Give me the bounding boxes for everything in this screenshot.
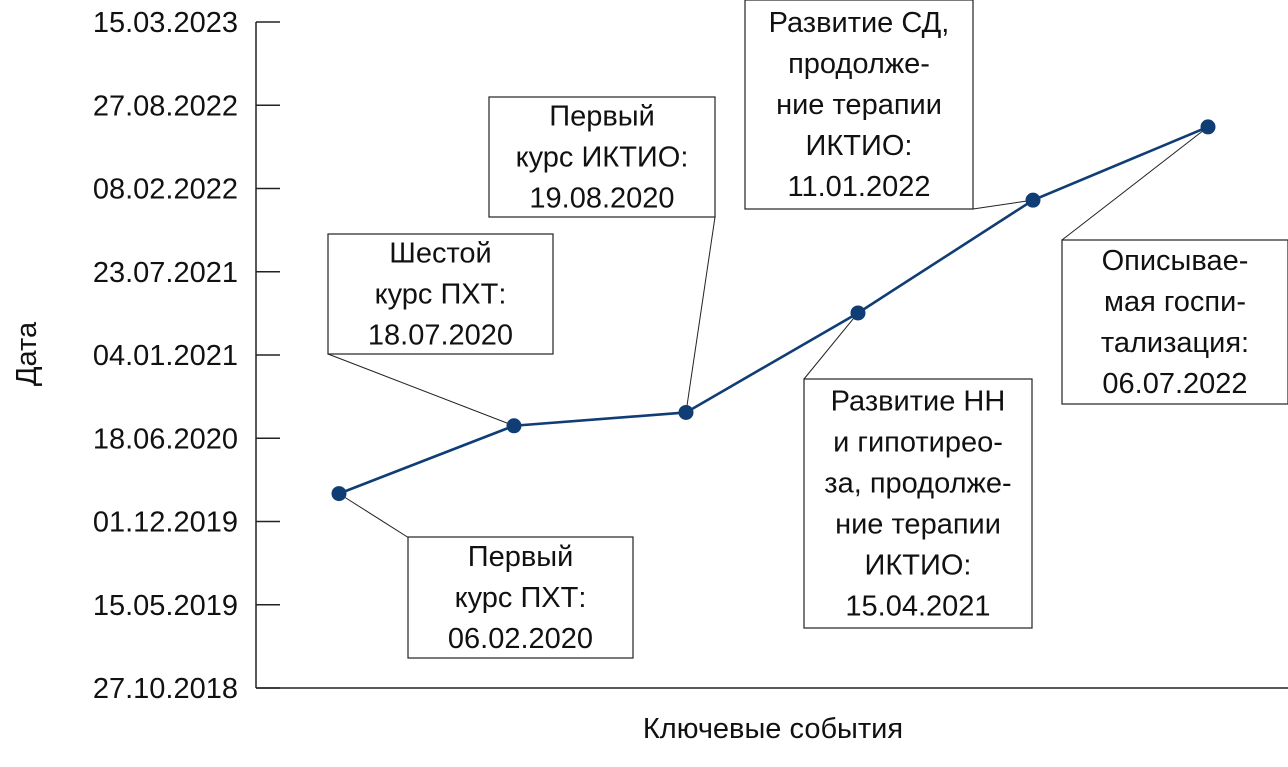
annotation-text-line: Шестой [389, 238, 492, 270]
annotation-text-line: Первый [468, 541, 574, 573]
data-point [678, 404, 694, 420]
annotation-connector [1061, 126, 1209, 241]
annotation-box [744, 0, 974, 210]
y-ticks: 27.10.2018 15.05.2019 01.12.2019 18.06.2020… [93, 7, 280, 705]
data-point [1200, 119, 1216, 135]
annotation-text-line: Развитие СД, [769, 7, 950, 39]
data-point [1025, 192, 1041, 208]
annotation-text-line: продолже- [788, 48, 930, 80]
y-axis-title: Дата [11, 321, 43, 386]
series-line [338, 125, 1209, 495]
annotation-text-line: ИКТИО: [806, 130, 913, 162]
data-point [506, 418, 522, 434]
annotation-box [1061, 239, 1288, 405]
annotation-text-line: курс ПХТ: [455, 582, 587, 614]
annotation-text-line: Описывае- [1102, 245, 1249, 277]
annotation-text-line: мая госпи- [1104, 286, 1246, 318]
y-tick-label: 15.05.2019 [93, 590, 238, 622]
y-tick-label: 08.02.2022 [93, 174, 238, 206]
data-point [331, 486, 347, 502]
x-axis-title: Ключевые события [643, 713, 903, 745]
annotation-text-line: 11.01.2022 [788, 171, 931, 203]
annotation-connector [338, 493, 410, 539]
y-tick-label: 18.06.2020 [93, 423, 238, 455]
annotation-text-line: 06.02.2020 [448, 623, 593, 655]
annotation-text-line: за, продолже- [824, 468, 1011, 500]
annotation-text-line: 15.04.2021 [845, 591, 990, 623]
annotation-text-line: 19.08.2020 [529, 183, 674, 215]
annotation-box [803, 378, 1033, 629]
y-tick-label: 27.08.2022 [93, 90, 238, 122]
series-group [331, 119, 1216, 502]
annotation-connector [972, 199, 1034, 210]
annotation-connector [803, 312, 859, 380]
annotation-text-line: ние терапии [776, 89, 942, 121]
annotation-connector [685, 216, 716, 413]
y-tick-label: 04.01.2021 [93, 340, 238, 372]
annotation-text-line: курс ПХТ: [375, 279, 507, 311]
annotation-connector [327, 353, 515, 427]
y-tick-label: 23.07.2021 [93, 257, 238, 289]
annotation-text-line: ние терапии [835, 509, 1001, 541]
annotation-box [488, 96, 716, 218]
annotation-text-line: и гипотирео- [833, 427, 1003, 459]
annotation-text-line: курс ИКТИО: [516, 142, 689, 174]
annotation-box [327, 233, 554, 355]
annotations: Первый курс ПХТ: 06.02.2020 Шестой курс ПХТ:… [327, 0, 1288, 659]
data-point [850, 305, 866, 321]
annotation-text-line: тализация: [1101, 327, 1249, 359]
y-tick-label: 01.12.2019 [93, 507, 238, 539]
annotation-text-line: Первый [549, 101, 655, 133]
annotation-text-line: 18.07.2020 [368, 320, 513, 352]
annotation-box [407, 536, 634, 659]
annotation-text-line: 06.07.2022 [1102, 368, 1247, 400]
y-tick-label: 27.10.2018 [93, 673, 238, 705]
annotation-text-line: Развитие НН [831, 386, 1006, 418]
annotation-text-line: ИКТИО: [865, 550, 972, 582]
y-tick-label: 15.03.2023 [93, 7, 238, 39]
